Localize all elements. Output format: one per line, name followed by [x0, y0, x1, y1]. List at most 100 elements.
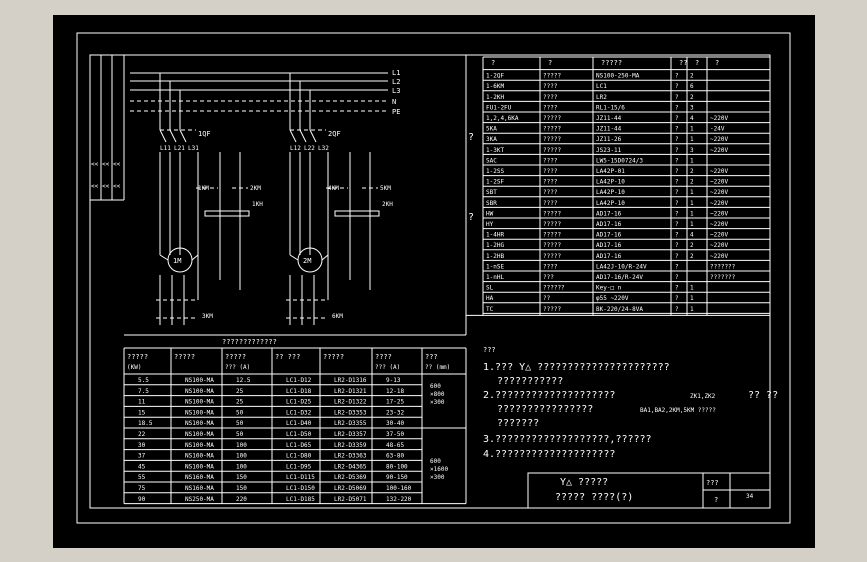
contactor-label: 2KM — [250, 185, 261, 192]
relay-label: 2KH — [382, 201, 393, 208]
breaker-label: 2QF — [328, 130, 341, 138]
table-cell: 3KA — [486, 136, 497, 143]
table-cell: NS100-MA — [185, 409, 214, 416]
note-line: BA1,BA2,2KM,5KM ????? — [640, 407, 716, 414]
selection-header: ????? — [174, 353, 195, 361]
table-cell: NS100-250-MA — [596, 73, 640, 80]
note-line: ZK1,ZK2 — [690, 393, 716, 400]
table-cell: 9-13 — [386, 377, 401, 384]
table-cell: ? — [675, 263, 679, 270]
table-cell: LC1-D80 — [286, 453, 312, 460]
table-cell: 1 — [690, 189, 694, 196]
table-cell: LC1-D65 — [286, 442, 312, 449]
table-cell: 48-65 — [386, 442, 404, 449]
table-cell: 4 — [690, 232, 694, 239]
table-cell: NS160-MA — [185, 485, 214, 492]
table-cell: AD17-16 — [596, 232, 622, 239]
table-cell: 100-160 — [386, 485, 412, 492]
table-cell: 1 — [690, 136, 694, 143]
table-cell: 2 — [690, 179, 694, 186]
table-cell: 1 — [690, 306, 694, 313]
table-cell: 1-2SS — [486, 168, 504, 175]
table-cell: ???? — [543, 157, 558, 164]
table-cell: ? — [675, 136, 679, 143]
table-cell: AD17-16 — [596, 221, 622, 228]
table-cell: LR2-D3357 — [334, 431, 367, 438]
table-cell: NS160-MA — [185, 474, 214, 481]
table-cell: ~220V — [710, 253, 728, 260]
table-cell: SBT — [486, 189, 497, 196]
table-cell: 7.5 — [138, 388, 149, 395]
phase-label: L12 — [290, 145, 301, 152]
table-cell: 45 — [138, 463, 146, 470]
table-cell: 2 — [690, 253, 694, 260]
table-cell: 100 — [236, 442, 247, 449]
table-cell: LC1 — [596, 83, 607, 90]
table-cell: ? — [675, 115, 679, 122]
svg-text:<<: << — [91, 183, 99, 190]
notes: ??? 1.??? Y△ ?????????????????????? ????… — [483, 346, 778, 460]
bom-group-mark: ? — [468, 132, 474, 143]
table-cell: 17-25 — [386, 399, 404, 406]
table-cell: 1-2QF — [486, 73, 504, 80]
table-cell: ~220V — [710, 179, 728, 186]
table-cell: NS100-MA — [185, 399, 214, 406]
bom-header: ? — [548, 59, 552, 67]
table-cell: ? — [675, 126, 679, 133]
page-number: 34 — [746, 493, 754, 500]
table-cell: LA42P-01 — [596, 168, 625, 175]
table-cell: JZ11-44 — [596, 126, 622, 133]
table-cell: ????? — [543, 136, 561, 143]
table-cell: FU1-2FU — [486, 104, 512, 111]
table-cell: LR2-D3363 — [334, 453, 367, 460]
table-cell: LC1-D95 — [286, 463, 312, 470]
table-cell: NS250-MA — [185, 496, 214, 503]
table-cell: 90-150 — [386, 474, 408, 481]
bom-table: ???????????1-2QF?????NS100-250-MA?21-6KM… — [466, 56, 771, 316]
breaker-label: 1QF — [198, 130, 211, 138]
selection-header: (KW) — [127, 364, 141, 371]
cabinet-size: ×300 — [430, 474, 445, 481]
table-cell: LA42P-10 — [596, 200, 625, 207]
table-cell: BK-220/24-8VA — [596, 306, 643, 313]
table-cell: 90 — [138, 496, 146, 503]
table-cell: ? — [675, 104, 679, 111]
table-cell: ????? — [543, 210, 561, 217]
table-cell: HY — [486, 221, 494, 228]
phase-label: L31 — [188, 145, 199, 152]
bus-label: L2 — [392, 78, 400, 86]
bom-header: ? — [491, 59, 495, 67]
bus-label: N — [392, 98, 396, 106]
table-cell: 1-2SF — [486, 179, 504, 186]
table-cell: 1-2KH — [486, 94, 504, 101]
table-cell: ???? — [543, 179, 558, 186]
table-cell: LR2-D1322 — [334, 399, 367, 406]
table-cell: 12-18 — [386, 388, 404, 395]
bus-label: PE — [392, 108, 400, 116]
motor-label: 1M — [173, 257, 181, 265]
phase-label: L11 — [160, 145, 171, 152]
table-cell: 1-2HG — [486, 242, 504, 249]
selection-title: ????????????? — [222, 338, 277, 346]
table-cell: LR2-D3355 — [334, 420, 367, 427]
table-cell: ???? — [543, 168, 558, 175]
note-line: ?? ?? — [748, 390, 778, 401]
table-cell: LC1-D185 — [286, 496, 315, 503]
table-cell: ??????? — [710, 263, 736, 270]
table-cell: 1-nSE — [486, 263, 504, 270]
bom-header: ? — [715, 59, 719, 67]
table-cell: LC1-D32 — [286, 409, 312, 416]
table-cell: ? — [675, 147, 679, 154]
contactor-label: 6KM — [332, 313, 343, 320]
table-cell: 1-2HB — [486, 253, 504, 260]
table-cell: LC1-D50 — [286, 431, 312, 438]
table-cell: 37 — [138, 453, 146, 460]
table-cell: RL1-15/6 — [596, 104, 625, 111]
phase-label: L22 — [304, 145, 315, 152]
table-cell: 55 — [138, 474, 146, 481]
selection-header: ????? — [127, 353, 148, 361]
table-cell: ????? — [543, 126, 561, 133]
table-cell: LR2-D4365 — [334, 463, 367, 470]
table-cell: 30-40 — [386, 420, 404, 427]
table-cell: NS100-MA — [185, 463, 214, 470]
